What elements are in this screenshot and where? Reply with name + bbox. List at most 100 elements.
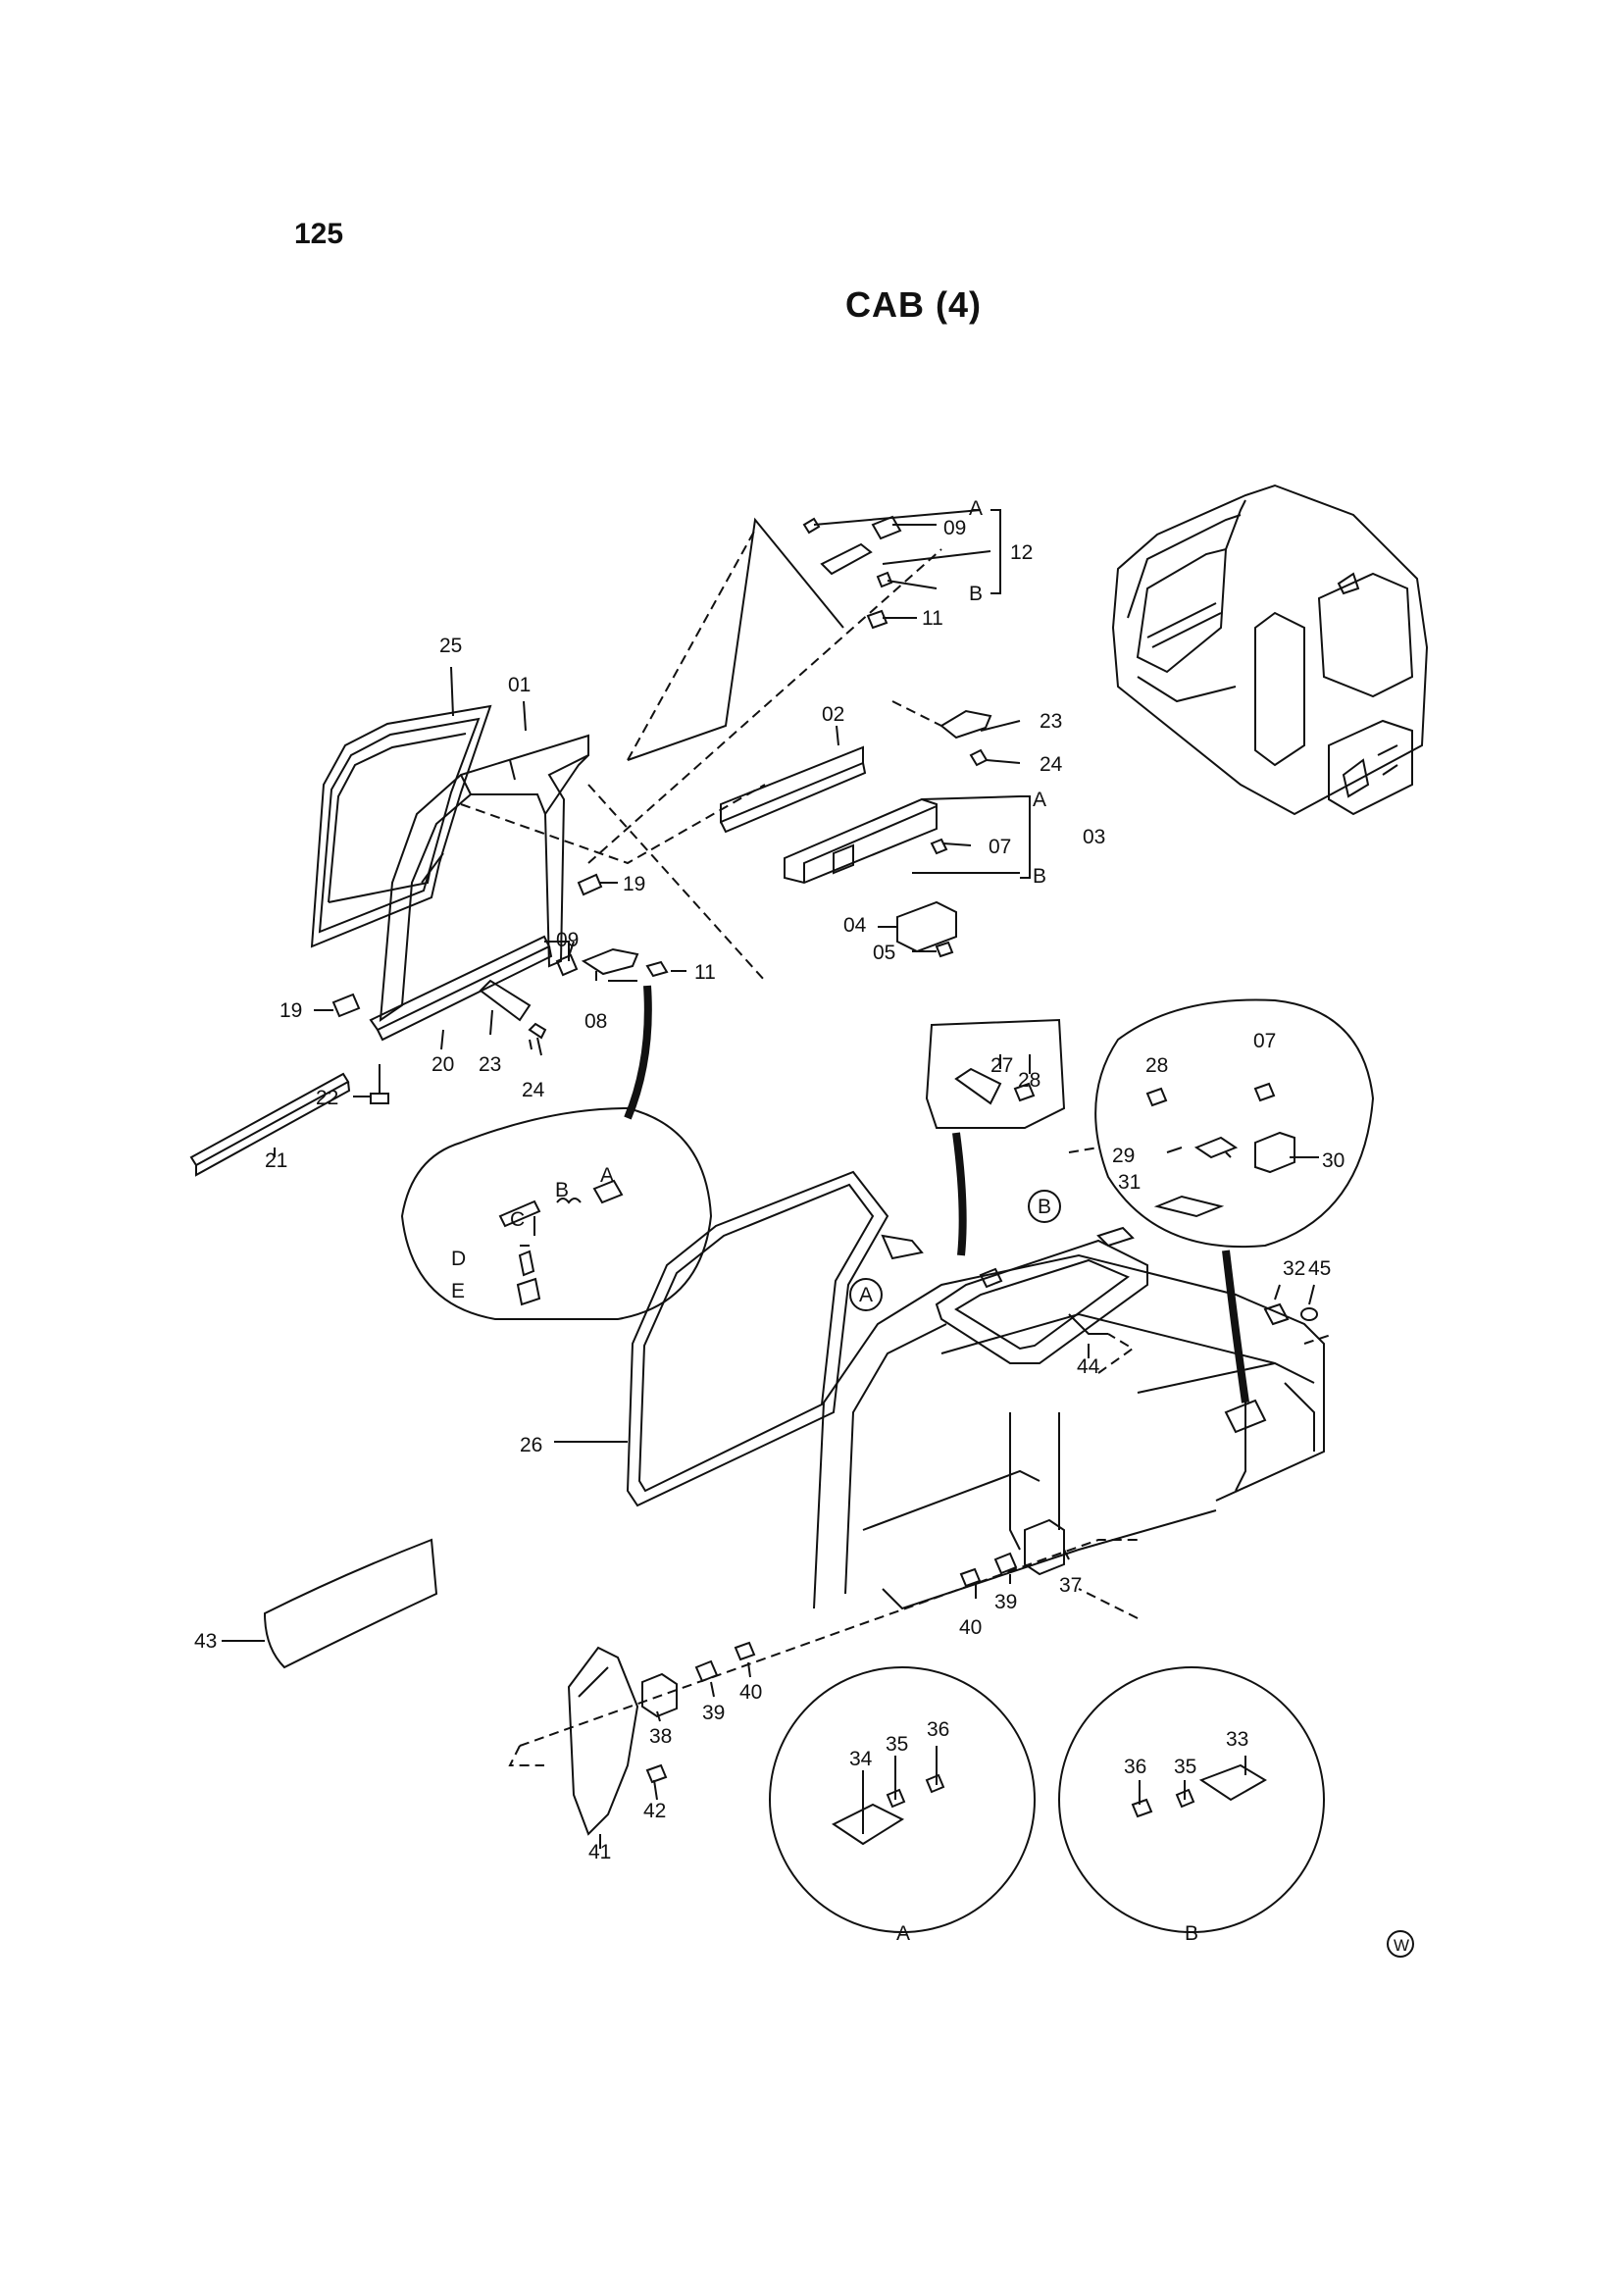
callout-40-lower: 40 [739, 1681, 762, 1704]
callout-11-lower: 11 [694, 961, 716, 984]
bolt-07-upper [930, 838, 948, 855]
roller-19-left [331, 993, 361, 1018]
callout-36-b: 36 [1124, 1756, 1146, 1778]
detail-ellipse-pin-parts [400, 1106, 713, 1320]
bolt-40-upper [959, 1567, 982, 1588]
bolt-32 [1263, 1302, 1290, 1326]
ref-letter-a-lock: A [1033, 789, 1046, 811]
callout-24-lower: 24 [522, 1079, 545, 1101]
assembly-leader-lines [460, 529, 942, 982]
bolt-24-right [969, 748, 989, 767]
callout-12: 12 [1010, 541, 1033, 564]
rail-20 [369, 935, 553, 1042]
callout-35-a: 35 [886, 1733, 908, 1756]
bolt-05 [935, 941, 954, 958]
marker-letter-b: B [1038, 1196, 1051, 1218]
callout-21: 21 [265, 1149, 287, 1172]
callout-45: 45 [1308, 1257, 1331, 1280]
callout-29: 29 [1112, 1145, 1135, 1167]
callout-43: 43 [194, 1630, 217, 1653]
detail-letter-e: E [451, 1280, 465, 1302]
marker-circle-b [1028, 1190, 1061, 1223]
leader-dashed-long [627, 517, 844, 761]
detail-letter-c: C [510, 1208, 525, 1231]
cab-body-lower [813, 1226, 1325, 1610]
mark-w: W [1394, 1936, 1409, 1955]
callout-28-detail: 28 [1145, 1054, 1168, 1077]
bracket-23-left [479, 979, 532, 1022]
body-leader-lines [508, 1147, 1335, 1766]
callout-31: 31 [1118, 1171, 1141, 1194]
callout-03: 03 [1083, 826, 1105, 848]
callout-36-a: 36 [927, 1718, 949, 1741]
detail-bracket-27-28 [925, 1018, 1066, 1129]
callout-07-detail: 07 [1253, 1030, 1276, 1052]
callout-32: 32 [1283, 1257, 1305, 1280]
callout-04: 04 [843, 914, 867, 937]
bolt-40-lower [734, 1641, 756, 1661]
callout-07-upper: 07 [989, 836, 1011, 858]
callout-37: 37 [1059, 1574, 1082, 1597]
bracket-41 [567, 1646, 639, 1836]
callout-labels: 25 01 02 03 04 05 07 07 08 09 09 11 11 1… [194, 517, 1345, 1863]
guide-rail-02 [720, 745, 867, 834]
glass-43 [263, 1538, 438, 1669]
door-frame-01 [379, 734, 589, 1023]
callout-11-upper: 11 [922, 607, 943, 630]
bolt-11-lower [645, 960, 669, 978]
callout-23-upper: 23 [1040, 710, 1062, 733]
callout-40-upper: 40 [959, 1616, 982, 1639]
block-04 [896, 900, 957, 953]
door-glass-seal-25 [310, 704, 492, 948]
ref-letter-b-lock: B [1033, 865, 1046, 888]
callout-26: 26 [520, 1434, 542, 1456]
callout-leaders [222, 509, 1319, 1849]
bolt-24-left [528, 1022, 547, 1056]
detail-letter-b: B [555, 1179, 569, 1201]
detail-circle-a [769, 1666, 1036, 1933]
callout-22: 22 [316, 1087, 338, 1109]
callout-44: 44 [1077, 1355, 1100, 1378]
callout-09-lower: 09 [556, 929, 579, 951]
bracket-23-right [939, 709, 992, 740]
hinge-part-37 [1024, 1518, 1065, 1576]
callout-33: 33 [1226, 1728, 1248, 1751]
callout-38: 38 [649, 1725, 672, 1748]
mark-circle [1387, 1930, 1414, 1958]
washer-45 [1300, 1307, 1318, 1321]
callout-19-upper: 19 [623, 873, 645, 895]
callout-39-lower: 39 [702, 1702, 725, 1724]
callout-23-lower: 23 [479, 1053, 501, 1076]
callout-05: 05 [873, 942, 895, 964]
roller-assembly-12 [802, 515, 902, 630]
stopper-09-lower [555, 953, 579, 977]
detail-circle-hinge-29-30 [1094, 998, 1375, 1249]
callout-09-upper: 09 [943, 517, 966, 539]
detail-circle-a-label: A [896, 1922, 910, 1945]
collar-39-upper [993, 1552, 1018, 1575]
bracket-08 [581, 947, 639, 976]
detail-arrow-left [624, 985, 652, 1120]
detail-arrow-centre [952, 1132, 967, 1256]
callout-28-upper: 28 [1018, 1069, 1040, 1092]
detail-circle-b-label: B [1185, 1922, 1198, 1945]
callout-24-upper: 24 [1040, 753, 1063, 776]
callout-41: 41 [588, 1841, 611, 1863]
detail-letter-d: D [451, 1248, 466, 1270]
marker-circle-a [849, 1278, 883, 1311]
callout-02: 02 [822, 703, 844, 726]
ref-letter-a-upper: A [969, 497, 983, 520]
lock-assembly-03 [784, 797, 938, 885]
bolt-42 [645, 1763, 668, 1784]
ref-letter-b-upper: B [969, 583, 983, 605]
callout-27: 27 [990, 1054, 1013, 1077]
callout-19-lower: 19 [279, 999, 302, 1022]
rail-21 [189, 1072, 351, 1177]
detail-letter-a: A [600, 1164, 614, 1187]
callout-30: 30 [1322, 1149, 1345, 1172]
callout-01: 01 [508, 674, 531, 696]
page-number: 125 [294, 218, 344, 250]
bolt-22 [370, 1064, 389, 1104]
letter-references: A B A B A B C D E A B A B W [451, 497, 1409, 1955]
